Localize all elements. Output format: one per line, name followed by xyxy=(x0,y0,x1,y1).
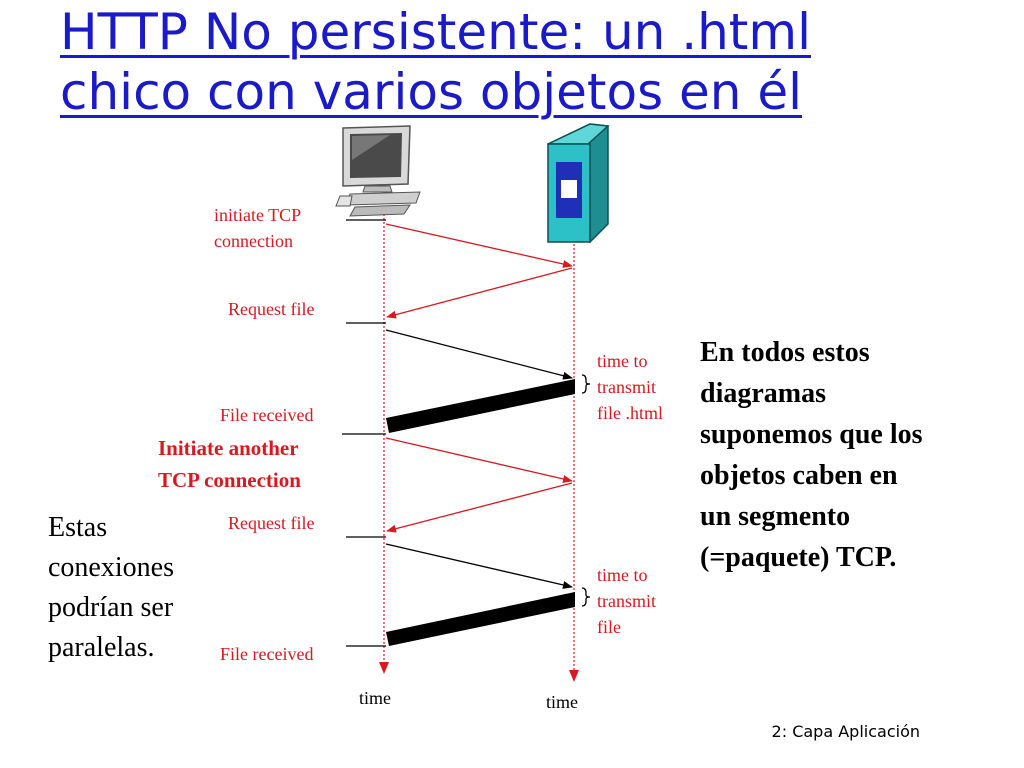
label-ttt-file-line-3: file xyxy=(597,617,621,637)
file-transfer-bar-2 xyxy=(386,592,575,646)
side-note: En todos estos diagramas suponemos que l… xyxy=(700,332,923,578)
desktop-computer-icon xyxy=(335,125,421,217)
left-note-line-3: podrían ser xyxy=(48,592,174,623)
side-note-line-5: un segmento xyxy=(700,501,851,532)
label-time-server: time xyxy=(546,692,578,712)
label-ttt-file-line-1: time to xyxy=(597,565,648,585)
left-note: Estas conexiones podrían ser paralelas. xyxy=(48,508,174,668)
side-note-line-1: En todos estos xyxy=(700,337,870,368)
arrow-synack-1 xyxy=(386,267,573,319)
brace-html xyxy=(581,374,591,394)
arrow-request-1 xyxy=(385,329,573,380)
arrow-syn-1 xyxy=(385,223,573,268)
left-note-line-2: conexiones xyxy=(48,552,174,583)
label-initiate-another-line-1: Initiate another xyxy=(158,436,299,460)
file-transfer-bar-1 xyxy=(386,379,575,433)
slide-title-line-1: HTTP No persistente: un .html xyxy=(60,3,812,61)
label-time-to-transmit-html: time to transmit file .html xyxy=(597,348,663,426)
arrow-request-2 xyxy=(385,543,573,589)
side-note-line-4: objetos caben en xyxy=(700,460,898,491)
label-time-client: time xyxy=(359,688,391,708)
slide-title-line-2: chico con varios objetos en él xyxy=(60,63,803,121)
server-timeline-arrow xyxy=(569,670,579,682)
slide-title: HTTP No persistente: un .html chico con … xyxy=(60,2,960,122)
label-initiate-tcp: initiate TCP connection xyxy=(214,202,301,254)
slide-footer: 2: Capa Aplicación xyxy=(771,722,920,741)
label-initiate-another-line-2: TCP connection xyxy=(158,468,301,492)
client-timeline-arrow xyxy=(379,662,389,674)
label-request-file-1: Request file xyxy=(228,299,315,319)
side-note-line-6: (=paquete) TCP. xyxy=(700,542,897,573)
label-file-received-2: File received xyxy=(220,644,314,664)
arrow-synack-2 xyxy=(386,482,573,533)
brace-file xyxy=(581,587,591,607)
label-ttt-html-line-1: time to xyxy=(597,351,648,371)
arrow-syn-2 xyxy=(385,437,573,483)
label-initiate-tcp-line-1: initiate TCP xyxy=(214,205,302,225)
side-note-line-3: suponemos que los xyxy=(700,419,923,450)
side-note-line-2: diagramas xyxy=(700,378,826,409)
label-ttt-html-line-2: transmit xyxy=(597,377,656,397)
left-note-line-4: paralelas. xyxy=(48,632,155,663)
left-note-line-1: Estas xyxy=(48,512,108,543)
label-initiate-tcp-line-2: connection xyxy=(214,231,293,251)
label-initiate-another: Initiate another TCP connection xyxy=(158,432,301,496)
label-file-received-1: File received xyxy=(220,405,314,425)
label-ttt-html-line-3: file .html xyxy=(597,403,663,423)
label-request-file-2: Request file xyxy=(228,513,315,533)
server-tower-icon xyxy=(547,123,610,244)
label-ttt-file-line-2: transmit xyxy=(597,591,656,611)
label-time-to-transmit-file: time to transmit file xyxy=(597,562,656,640)
